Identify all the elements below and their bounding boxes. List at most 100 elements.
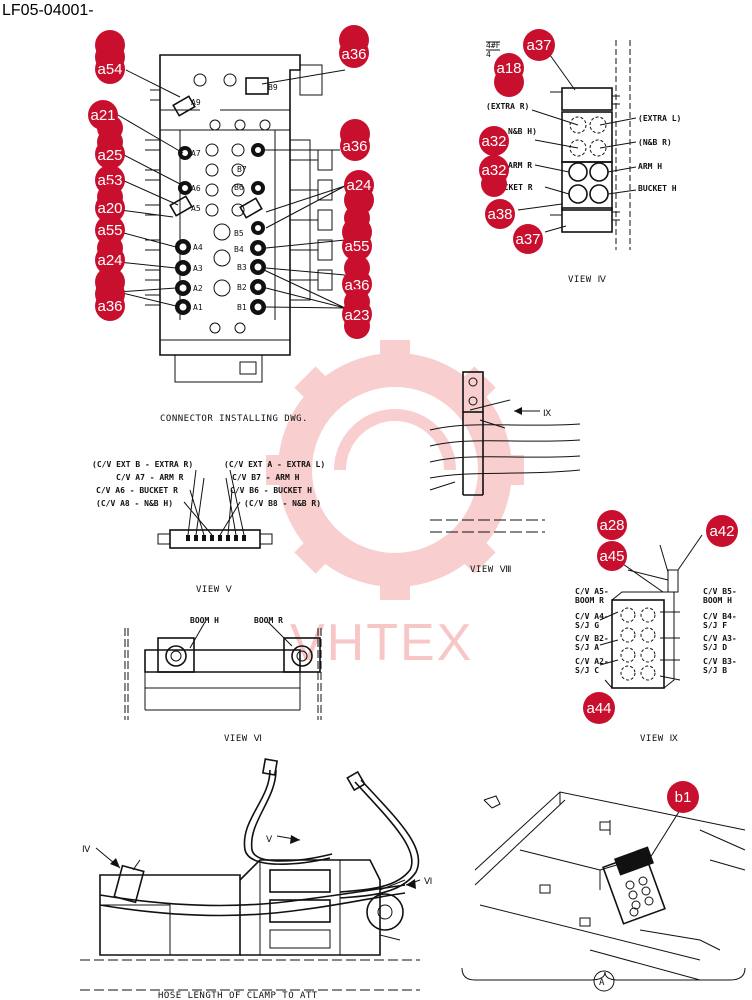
- callout-a25[interactable]: a25: [95, 129, 125, 169]
- view-v-title: VIEW Ⅴ: [196, 585, 233, 595]
- view-a-drawing: A: [461, 791, 746, 992]
- svg-text:a20: a20: [97, 200, 122, 217]
- view-iv-drawing: [486, 40, 637, 250]
- view-ix-left-6: S/J A: [575, 643, 599, 652]
- callout-a45[interactable]: a45: [597, 541, 627, 571]
- callout-a24-left[interactable]: a24: [95, 235, 125, 275]
- callout-a20[interactable]: a20: [95, 184, 125, 223]
- svg-text:a23: a23: [344, 307, 369, 324]
- view-ix-right-1: C/V B5-: [703, 587, 737, 596]
- view-ix-drawing: [599, 534, 703, 689]
- callout-a55-right[interactable]: a55: [342, 205, 372, 261]
- view-vi-boom-r: BOOM R: [254, 616, 283, 625]
- view-a-label: A: [599, 978, 605, 988]
- port-a3: A3: [193, 264, 203, 273]
- svg-text:a44: a44: [586, 700, 611, 717]
- port-a1: A1: [193, 303, 203, 312]
- hose-view-mark-iv: Ⅳ: [82, 845, 91, 855]
- view-ix-title: VIEW Ⅸ: [640, 734, 678, 744]
- hose-view-mark-v: Ⅴ: [266, 835, 273, 845]
- callout-a32-2[interactable]: a32: [479, 155, 509, 197]
- view-ix-right-2: BOOM H: [703, 596, 732, 605]
- svg-text:a32: a32: [481, 162, 506, 179]
- callout-a36-left[interactable]: a36: [95, 267, 125, 321]
- view-vi-drawing: [124, 621, 322, 720]
- svg-text:a18: a18: [496, 60, 521, 77]
- callout-a23[interactable]: a23: [342, 289, 372, 339]
- port-b3: B3: [237, 263, 247, 272]
- view-ix-right-8: S/J B: [703, 666, 727, 675]
- callout-a38[interactable]: a38: [485, 199, 515, 229]
- view-iv-nb-r: (N&B R): [638, 138, 672, 147]
- b1-switch-box: [602, 846, 666, 925]
- callout-a37-bottom[interactable]: a37: [513, 224, 543, 254]
- view-v-label-4: C/V B7 - ARM H: [232, 473, 300, 482]
- svg-text:a21: a21: [90, 107, 115, 124]
- svg-text:a37: a37: [515, 231, 540, 248]
- view-ix-right-6: S/J D: [703, 643, 727, 652]
- port-b4: B4: [234, 245, 244, 254]
- view-v-label-2: (C/V EXT A - EXTRA L): [224, 460, 325, 469]
- view-iv-title: VIEW Ⅳ: [568, 275, 607, 285]
- callout-a32-1[interactable]: a32: [479, 126, 509, 156]
- view-v-label-8: (C/V B8 - N&B R): [244, 499, 321, 508]
- view-ix-right-4: S/J F: [703, 621, 727, 630]
- view-viii-title: VIEW Ⅷ: [470, 565, 512, 575]
- port-a4: A4: [193, 243, 203, 252]
- hose-routing-drawing: [80, 758, 421, 991]
- main-leader-lines: [117, 69, 346, 309]
- view-ix-left-4: S/J G: [575, 621, 599, 630]
- view-iv-mark-1: 4#F: [486, 41, 501, 50]
- view-ix-left-8: S/J C: [575, 666, 599, 675]
- callout-a36-top[interactable]: a36: [339, 25, 369, 68]
- svg-text:a53: a53: [97, 172, 122, 189]
- view-ix-labels: C/V A5- BOOM R C/V A4- S/J G C/V B2- S/J…: [575, 587, 737, 744]
- document-code: LF05-04001-: [2, 2, 94, 19]
- callout-a54[interactable]: a54: [95, 30, 125, 84]
- port-a9: A9: [191, 98, 201, 107]
- callout-a24-right[interactable]: a24: [344, 170, 374, 215]
- view-vi-title: VIEW Ⅵ: [224, 734, 262, 744]
- callout-b1[interactable]: b1: [667, 781, 699, 813]
- svg-text:a36: a36: [97, 298, 122, 315]
- view-ix-right-5: C/V A3-: [703, 634, 737, 643]
- view-ix-right-3: C/V B4-: [703, 612, 737, 621]
- view-v-label-1: (C/V EXT B - EXTRA R): [92, 460, 193, 469]
- view-iv-bucket-r: BUCKET R: [494, 183, 533, 192]
- view-ix-left-1: C/V A5-: [575, 587, 609, 596]
- view-v-label-5: C/V A6 - BUCKET R: [96, 486, 178, 495]
- hose-view-mark-vi: Ⅵ: [424, 877, 433, 887]
- callout-a18[interactable]: a18: [494, 53, 524, 97]
- svg-text:a25: a25: [97, 147, 122, 164]
- connector-caption: CONNECTOR INSTALLING DWG.: [160, 414, 308, 424]
- svg-text:a36: a36: [341, 46, 366, 63]
- view-iv-arm-h: ARM H: [638, 162, 662, 171]
- view-v-labels: (C/V EXT B - EXTRA R) (C/V EXT A - EXTRA…: [92, 460, 325, 595]
- svg-text:a38: a38: [487, 206, 512, 223]
- view-iv-mark-2: 4: [486, 50, 491, 59]
- port-b9: B9: [268, 83, 278, 92]
- svg-text:a42: a42: [709, 523, 734, 540]
- view-viii-arrow-label: Ⅸ: [543, 409, 552, 419]
- view-iv-nb-h: N&B H): [508, 127, 537, 136]
- svg-text:a32: a32: [481, 133, 506, 150]
- port-b1: B1: [237, 303, 247, 312]
- port-a5: A5: [191, 204, 201, 213]
- callout-a42[interactable]: a42: [706, 515, 738, 547]
- callout-a36-right-1[interactable]: a36: [340, 119, 370, 161]
- view-vi-boom-h: BOOM H: [190, 616, 219, 625]
- svg-text:a55: a55: [344, 238, 369, 255]
- port-b2: B2: [237, 283, 247, 292]
- view-v-label-7: (C/V A8 - N&B H): [96, 499, 173, 508]
- valve-port-labels: A9 A7 A6 A5 A4 A3 A2 A1 B9 B7 B6 B5 B4 B…: [191, 83, 278, 312]
- svg-text:a55: a55: [97, 222, 122, 239]
- view-v-label-6: C/V B6 - BUCKET H: [230, 486, 312, 495]
- port-b5: B5: [234, 229, 244, 238]
- callout-a28[interactable]: a28: [597, 510, 627, 540]
- callout-a44[interactable]: a44: [583, 692, 615, 724]
- view-iv-extra-r: (EXTRA R): [486, 102, 529, 111]
- control-valve-drawing: [145, 54, 333, 383]
- callout-a37-top[interactable]: a37: [523, 29, 555, 61]
